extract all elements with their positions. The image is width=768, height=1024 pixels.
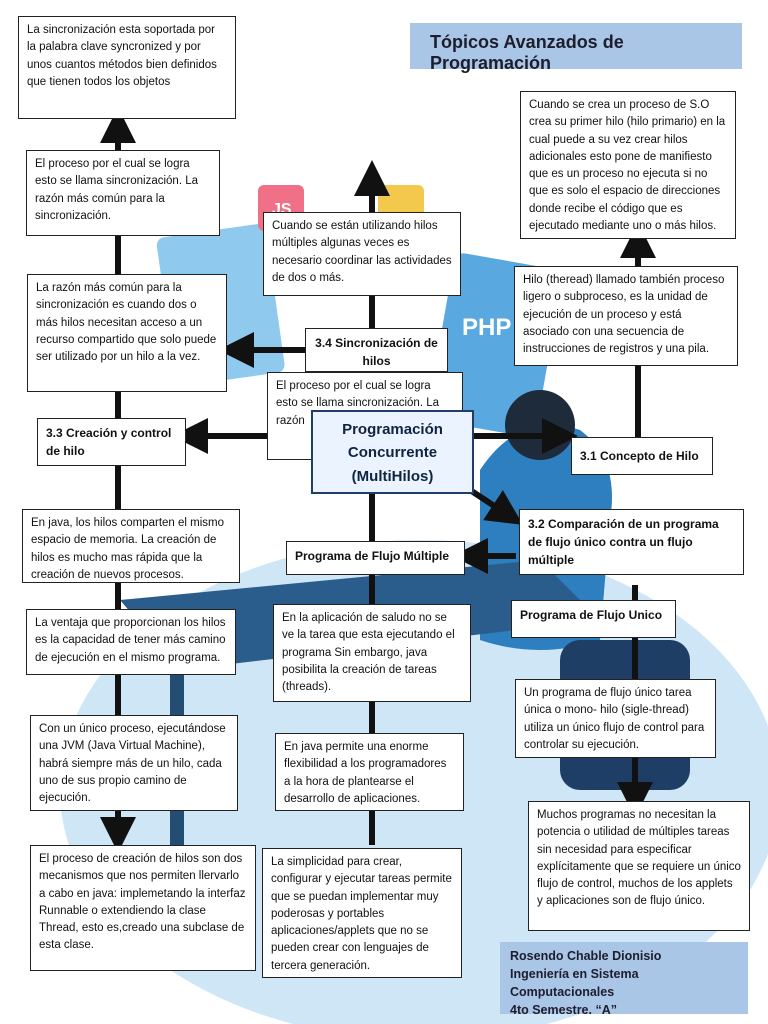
- sync-keyword-note: La sincronización esta soportada por la …: [18, 16, 236, 119]
- page-title: Tópicos Avanzados de Programación: [410, 23, 742, 73]
- java-memory-note: En java, los hilos comparten el mismo es…: [22, 509, 240, 583]
- php-badge: PHP: [462, 314, 511, 341]
- author-block: Rosendo Chable Dionisio Ingeniería en Si…: [500, 942, 748, 1017]
- multi-threads-note: Cuando se están utilizando hilos múltipl…: [263, 212, 461, 296]
- sync-reason-note: La razón más común para la sincronizació…: [27, 274, 227, 392]
- flexibility-note: En java permite una enorme flexibilidad …: [275, 733, 464, 811]
- many-programs-note: Muchos programas no necesitan la potenci…: [528, 801, 750, 931]
- section-comparison: 3.2 Comparación de un programa de flujo …: [519, 509, 744, 575]
- central-topic-line-3: (MultiHilos): [351, 467, 434, 485]
- section-sync: 3.4 Sincronización de hilos: [305, 328, 448, 372]
- central-topic-line-1: Programación: [342, 421, 443, 438]
- advantage-note: La ventaja que proporcionan los hilos es…: [26, 609, 236, 675]
- section-multiple-flow: Programa de Flujo Múltiple: [286, 541, 465, 575]
- jvm-note: Con un único proceso, ejecutándose una J…: [30, 715, 238, 811]
- central-topic-line-2: Concurrente: [347, 444, 438, 462]
- simplicity-note: La simplicidad para crear, configurar y …: [262, 848, 462, 978]
- author-name: Rosendo Chable Dionisio: [510, 949, 662, 963]
- greeting-note: En la aplicación de saludo no se ve la t…: [273, 604, 471, 702]
- sync-process-note: El proceso por el cual se logra esto se …: [26, 150, 220, 236]
- central-topic: Programación Concurrente (MultiHilos): [311, 410, 474, 494]
- single-flow-note: Un programa de flujo único tarea única o…: [515, 679, 716, 758]
- thread-definition-note: Hilo (theread) llamado también proceso l…: [514, 266, 738, 366]
- section-thread-concept: 3.1 Concepto de Hilo: [571, 437, 713, 475]
- author-semester: 4to Semestre. “A”: [510, 1003, 617, 1018]
- author-career: Ingeniería en Sistema Computacionales: [510, 967, 639, 1000]
- mechanisms-note: El proceso de creación de hilos son dos …: [30, 845, 256, 971]
- person-head: [505, 390, 575, 460]
- section-creation: 3.3 Creación y control de hilo: [37, 418, 186, 466]
- section-single-flow: Programa de Flujo Unico: [511, 600, 676, 638]
- primary-thread-note: Cuando se crea un proceso de S.O crea su…: [520, 91, 736, 239]
